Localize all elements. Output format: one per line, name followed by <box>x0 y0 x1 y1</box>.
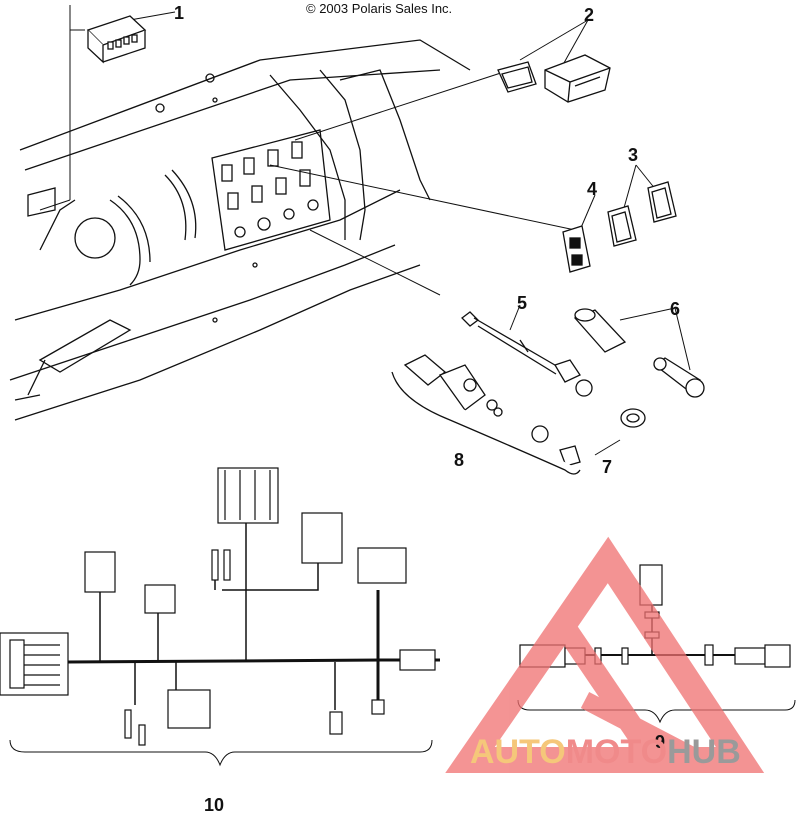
part-4-switch <box>562 225 591 273</box>
callout-7: 7 <box>602 457 613 477</box>
callout-10: 10 <box>204 795 225 815</box>
group-brackets <box>9 699 796 767</box>
part-10-connectors <box>0 467 436 746</box>
part-3-gaskets <box>607 181 677 247</box>
dashboard-body <box>9 39 471 421</box>
callout-5: 5 <box>517 293 528 313</box>
part-2-cover <box>497 54 611 103</box>
part-7-bezel <box>620 408 646 428</box>
watermark-part-auto: AUTO <box>470 733 566 771</box>
part-5-cable <box>461 311 593 397</box>
leader-lines <box>39 5 691 456</box>
watermark-logo <box>445 536 765 773</box>
copyright-text: © 2003 Polaris Sales Inc. <box>306 1 453 16</box>
part-6-lighter <box>573 308 705 398</box>
callout-9: 9 <box>655 732 666 752</box>
watermark-part-hub: HUB <box>667 733 741 771</box>
watermark-part-moto: MOTO <box>565 733 668 771</box>
callout-3: 3 <box>628 145 639 165</box>
part-1-connector <box>86 15 147 64</box>
callout-1: 1 <box>174 3 185 23</box>
callout-8: 8 <box>454 450 465 470</box>
callout-4: 4 <box>587 179 598 199</box>
watermark-text: AUTOMOTOHUB <box>470 735 741 769</box>
part-8-cable-assembly <box>391 354 581 475</box>
switch-panel <box>211 129 331 251</box>
callout-2: 2 <box>584 5 595 25</box>
callout-6: 6 <box>670 299 681 319</box>
